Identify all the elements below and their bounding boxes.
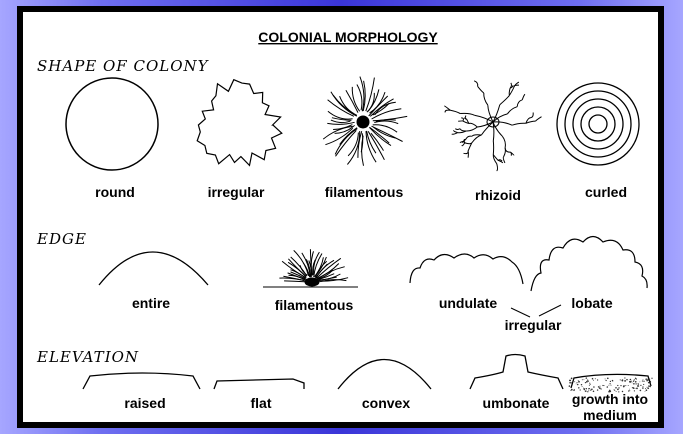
entire-edge-shape [99, 252, 208, 285]
curled-colony-shape [557, 83, 639, 165]
filamentous-colony-shape [323, 77, 407, 166]
diagram-title: COLONIAL MORPHOLOGY [258, 29, 438, 45]
label-raised: raised [124, 395, 165, 411]
flat-elevation-shape [214, 379, 304, 389]
label-irregular: irregular [208, 184, 265, 200]
section-shape-heading: SHAPE OF COLONY [37, 57, 210, 75]
label-growth-into: growth into [572, 391, 648, 407]
section-elevation-heading: ELEVATION [36, 348, 139, 366]
label-filamentous-shape: filamentous [325, 184, 404, 200]
label-umbonate: umbonate [483, 395, 550, 411]
label-filamentous-edge: filamentous [275, 297, 354, 313]
label-medium: medium [583, 407, 637, 422]
lobate-edge-shape [531, 237, 647, 292]
label-irregular-edge: irregular [505, 317, 562, 333]
raised-elevation-shape [83, 373, 200, 389]
convex-elevation-shape [338, 360, 431, 390]
irregular-bracket-lines [511, 305, 561, 317]
label-convex: convex [362, 395, 410, 411]
label-rhizoid: rhizoid [475, 187, 521, 203]
label-flat: flat [251, 395, 272, 411]
morphology-diagram: COLONIAL MORPHOLOGY SHAPE OF COLONY EDGE… [23, 12, 658, 422]
round-colony-shape [66, 78, 158, 170]
label-round: round [95, 184, 135, 200]
umbonate-elevation-shape [470, 355, 563, 390]
diagram-panel: COLONIAL MORPHOLOGY SHAPE OF COLONY EDGE… [23, 12, 658, 422]
growth-into-medium-shape [569, 374, 653, 392]
label-curled: curled [585, 184, 627, 200]
rhizoid-colony-shape [444, 81, 541, 171]
irregular-colony-shape [197, 80, 282, 166]
label-undulate: undulate [439, 295, 498, 311]
section-edge-heading: EDGE [36, 230, 87, 248]
undulate-edge-shape [410, 254, 523, 284]
filamentous-edge-shape [263, 249, 358, 287]
label-entire: entire [132, 295, 170, 311]
slide-frame: COLONIAL MORPHOLOGY SHAPE OF COLONY EDGE… [17, 6, 664, 428]
label-lobate: lobate [571, 295, 612, 311]
